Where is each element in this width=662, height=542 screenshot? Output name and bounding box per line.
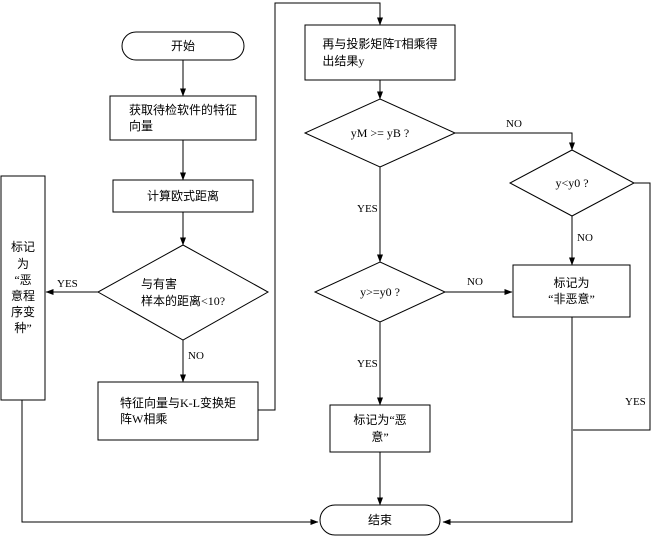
yge-decision-shape [313, 261, 447, 323]
edge-kl-to-projection [258, 2, 383, 411]
end-terminator-shape [319, 504, 441, 536]
distance-decision-shape [96, 244, 270, 341]
euclidean-process-shape [112, 179, 254, 213]
edge-variant-to-end [21, 400, 319, 525]
edge-yltcheck-yes-merge [573, 182, 651, 431]
variant-result-shape [0, 175, 46, 401]
malicious-result-shape [329, 404, 431, 453]
nonmalicious-result-shape [512, 264, 631, 318]
edge-ymcheck-no-to-yltcheck [455, 132, 575, 151]
edge-nonmalicious-to-end [442, 317, 573, 525]
start-terminator-shape [121, 31, 245, 61]
kl-process-shape [97, 381, 259, 441]
ym-decision-shape [303, 98, 457, 168]
projection-process-shape [304, 24, 456, 81]
extract-process-shape [109, 95, 257, 141]
ylt-decision-shape [508, 149, 636, 217]
